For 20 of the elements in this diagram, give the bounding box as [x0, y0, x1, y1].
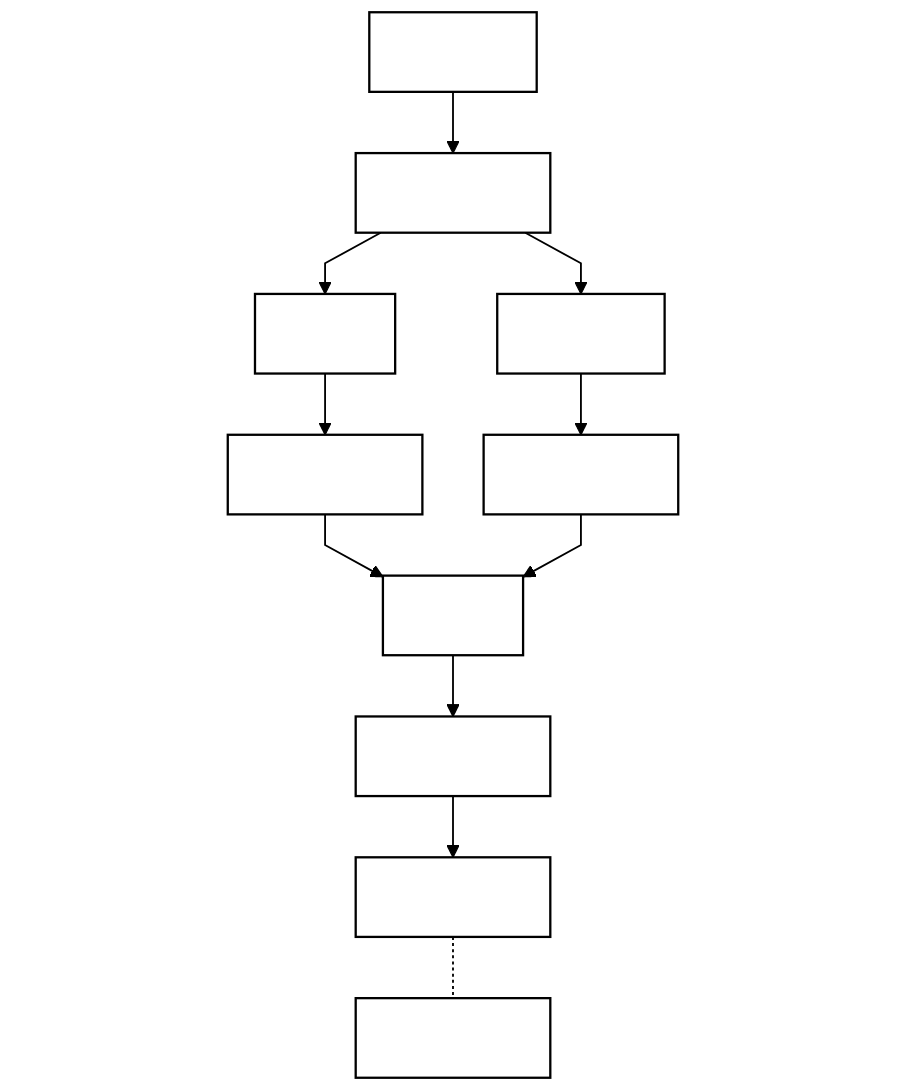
arrow [446, 654, 460, 718]
arrow [318, 231, 382, 295]
process-box [354, 997, 552, 1079]
process-box [354, 151, 552, 234]
process-box [354, 715, 552, 798]
connector-line [452, 936, 454, 1000]
process-box [368, 11, 538, 93]
process-box [226, 433, 424, 516]
arrow [446, 795, 460, 858]
arrow [324, 513, 384, 578]
arrow [574, 372, 588, 436]
arrow [524, 231, 588, 295]
process-box [482, 433, 680, 516]
process-box [496, 292, 666, 375]
arrow [446, 90, 460, 154]
process-box [381, 574, 525, 657]
arrow [318, 372, 332, 436]
process-box [354, 856, 552, 939]
arrow [522, 513, 582, 578]
process-box [253, 292, 397, 375]
